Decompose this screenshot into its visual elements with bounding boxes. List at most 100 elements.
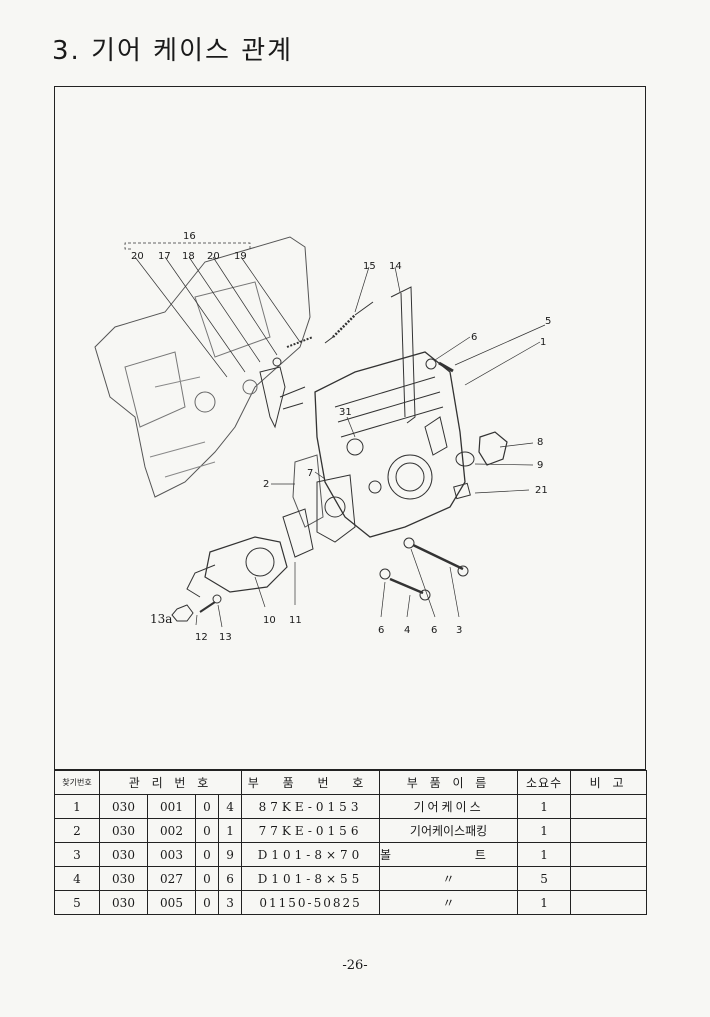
washer-part-6c <box>425 358 437 370</box>
cell-part-name: 〃 <box>379 866 519 891</box>
bracket-part <box>259 366 286 429</box>
callout-label: 16 <box>183 231 196 242</box>
parts-table: 찾기번호 관 리 번 호 부 품 번 호 부 품 이 름 소요수 비 고 1 0… <box>54 770 648 915</box>
callout-label: 20 <box>207 251 220 262</box>
callout-label: 1 <box>540 337 546 348</box>
engine-block-outline <box>94 236 311 498</box>
o-ring-part-9 <box>455 451 475 467</box>
callout-label: 11 <box>289 615 302 626</box>
callout-label: 21 <box>535 485 548 496</box>
cell-mgmt-2: 005 <box>147 890 196 915</box>
cell-mgmt-4: 6 <box>217 866 243 891</box>
table-row: 2 030 002 0 1 77KE-0156 기어케이스패킹 1 <box>54 818 648 843</box>
cell-index: 1 <box>54 794 100 819</box>
cell-mgmt-3: 0 <box>195 890 219 915</box>
table-header-row: 찾기번호 관 리 번 호 부 품 번 호 부 품 이 름 소요수 비 고 <box>54 770 648 795</box>
cap-part-8 <box>478 431 508 466</box>
cell-mgmt-2: 001 <box>147 794 196 819</box>
cell-mgmt-2: 027 <box>147 866 196 891</box>
callout-label: 31 <box>339 407 352 418</box>
table-row: 1 030 001 0 4 87KE-0153 기어케이스 1 <box>54 794 648 819</box>
header-index: 찾기번호 <box>54 770 100 795</box>
cell-mgmt-4: 4 <box>217 794 243 819</box>
cell-mgmt-4: 9 <box>217 842 243 867</box>
cell-part-no: 01150-50825 <box>241 890 381 915</box>
washer-part-6b <box>379 568 391 580</box>
cell-mgmt-1: 030 <box>99 842 148 867</box>
callout-label: 13 <box>219 632 232 643</box>
cell-mgmt-1: 030 <box>99 890 148 915</box>
cell-part-no: 77KE-0156 <box>241 818 381 843</box>
callout-label: 5 <box>545 316 551 327</box>
page-title: 3. 기어 케이스 관계 <box>52 36 294 66</box>
cell-mgmt-4: 1 <box>217 818 243 843</box>
rod-part-14 <box>390 286 416 424</box>
cell-index: 2 <box>54 818 100 843</box>
callout-label: 12 <box>195 632 208 643</box>
callout-label: 6 <box>431 625 437 636</box>
gear-case-exploded-diagram: 16 20 17 18 20 19 15 14 5 6 1 31 8 9 7 2… <box>94 231 551 643</box>
pump-part-10 <box>204 536 288 593</box>
cell-mgmt-3: 0 <box>195 866 219 891</box>
cell-remarks <box>570 794 648 819</box>
callout-label: 4 <box>404 625 410 636</box>
gasket-part-2 <box>292 454 324 528</box>
spring-part-15 <box>332 314 356 338</box>
gasket-part-11 <box>282 508 314 558</box>
header-part-name: 부 품 이 름 <box>379 770 519 795</box>
callout-label: 8 <box>537 437 543 448</box>
cell-qty: 1 <box>517 818 572 843</box>
cell-part-no: 87KE-0153 <box>241 794 381 819</box>
cell-mgmt-4: 3 <box>217 890 243 915</box>
cell-remarks <box>570 866 648 891</box>
callout-label: 15 <box>363 261 376 272</box>
cell-remarks <box>570 890 648 915</box>
cell-part-name: 볼 트 <box>379 842 519 867</box>
callout-label: 14 <box>389 261 402 272</box>
nut-part-21 <box>453 482 471 500</box>
cell-index: 5 <box>54 890 100 915</box>
cell-qty: 1 <box>517 890 572 915</box>
callout-label: 20 <box>131 251 144 262</box>
cell-part-no: D101-8×70 <box>241 842 381 867</box>
table-row: 3 030 003 0 9 D101-8×70 볼 트 1 <box>54 842 648 867</box>
cell-index: 4 <box>54 866 100 891</box>
cell-part-no: D101-8×55 <box>241 866 381 891</box>
cell-mgmt-1: 030 <box>99 818 148 843</box>
cell-qty: 5 <box>517 866 572 891</box>
nut-part-13a <box>171 604 194 622</box>
cell-part-name: 〃 <box>379 890 519 915</box>
spring-part-19 <box>286 336 314 348</box>
cell-mgmt-2: 003 <box>147 842 196 867</box>
callout-label: 9 <box>537 460 543 471</box>
header-remarks: 비 고 <box>570 770 648 795</box>
cell-mgmt-1: 030 <box>99 866 148 891</box>
header-part-no: 부 품 번 호 <box>241 770 381 795</box>
callout-label: 13a <box>150 612 172 626</box>
screw-part-12 <box>199 601 216 613</box>
cell-index: 3 <box>54 842 100 867</box>
callout-label: 3 <box>456 625 462 636</box>
callout-label: 18 <box>182 251 195 262</box>
exploded-diagram-frame: 16 20 17 18 20 19 15 14 5 6 1 31 8 9 7 2… <box>54 86 646 770</box>
cell-mgmt-3: 0 <box>195 842 219 867</box>
cell-mgmt-3: 0 <box>195 794 219 819</box>
washer-part-13 <box>212 594 222 604</box>
page-number: -26- <box>342 958 368 973</box>
callout-label: 17 <box>158 251 171 262</box>
cell-qty: 1 <box>517 842 572 867</box>
callout-label: 19 <box>234 251 247 262</box>
cell-remarks <box>570 842 648 867</box>
callout-label: 7 <box>307 468 313 479</box>
gear-case-part-1 <box>314 351 466 538</box>
callout-label: 6 <box>378 625 384 636</box>
header-mgmt-no: 관 리 번 호 <box>98 770 243 795</box>
cell-mgmt-3: 0 <box>195 818 219 843</box>
washer-part-6a <box>403 537 415 549</box>
table-row: 4 030 027 0 6 D101-8×55 〃 5 <box>54 866 648 891</box>
cell-part-name: 기어케이스패킹 <box>379 818 519 843</box>
header-qty: 소요수 <box>517 770 572 795</box>
cell-mgmt-2: 002 <box>147 818 196 843</box>
cell-part-name: 기어케이스 <box>379 794 519 819</box>
cell-qty: 1 <box>517 794 572 819</box>
